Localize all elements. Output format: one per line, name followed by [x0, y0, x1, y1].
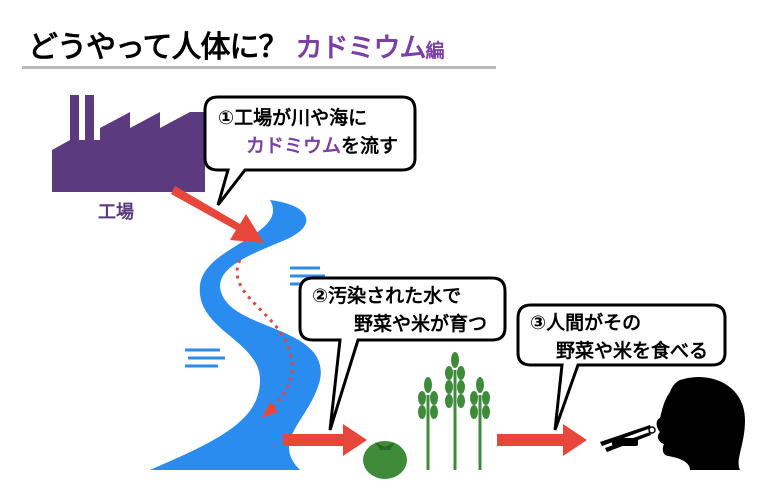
- step-2-line2: 野菜や米が育つ: [354, 313, 488, 335]
- speech-bubble-3: [516, 303, 727, 431]
- speech-bubble-1: [203, 95, 417, 206]
- speech-bubble-2: [298, 276, 507, 431]
- factory-icon: [52, 95, 205, 192]
- step-3-number: ③: [530, 312, 547, 334]
- step-1-number: ①: [218, 107, 235, 129]
- title-underline: [22, 66, 496, 69]
- person-eating-icon: [600, 376, 745, 470]
- title-suffix: 編: [425, 40, 445, 62]
- step-2-line1: 汚染された水で: [328, 285, 462, 307]
- arrow-crops-to-person: [497, 424, 587, 456]
- title-main: どうやって人体に？: [28, 30, 288, 65]
- title-subject: カドミウム: [295, 33, 427, 64]
- step-3-line2: 野菜や米を食べる: [556, 340, 709, 362]
- flow-arrowhead: [262, 402, 278, 418]
- step-1-line2: を流す: [341, 135, 399, 157]
- step-3-text: ③人間がその 野菜や米を食べる: [530, 309, 708, 365]
- arrow-factory-to-river: [171, 186, 264, 243]
- river: [150, 200, 321, 470]
- step-1-highlight: カドミウム: [246, 135, 342, 157]
- step-1-text: ①工場が川や海に カドミウムを流す: [218, 104, 398, 160]
- factory-label: 工場: [98, 202, 134, 223]
- step-3-line1: 人間がその: [546, 312, 642, 334]
- river-flow-path: [235, 259, 294, 412]
- step-1-line1: 工場が川や海に: [234, 107, 368, 129]
- tomato-icon: [363, 441, 407, 479]
- page-title: どうやって人体に？カドミウム編: [28, 22, 445, 66]
- step-2-text: ②汚染された水で 野菜や米が育つ: [312, 282, 487, 338]
- rice-plant-icon: [418, 352, 490, 470]
- arrow-river-to-crops: [283, 424, 367, 456]
- step-2-number: ②: [312, 285, 329, 307]
